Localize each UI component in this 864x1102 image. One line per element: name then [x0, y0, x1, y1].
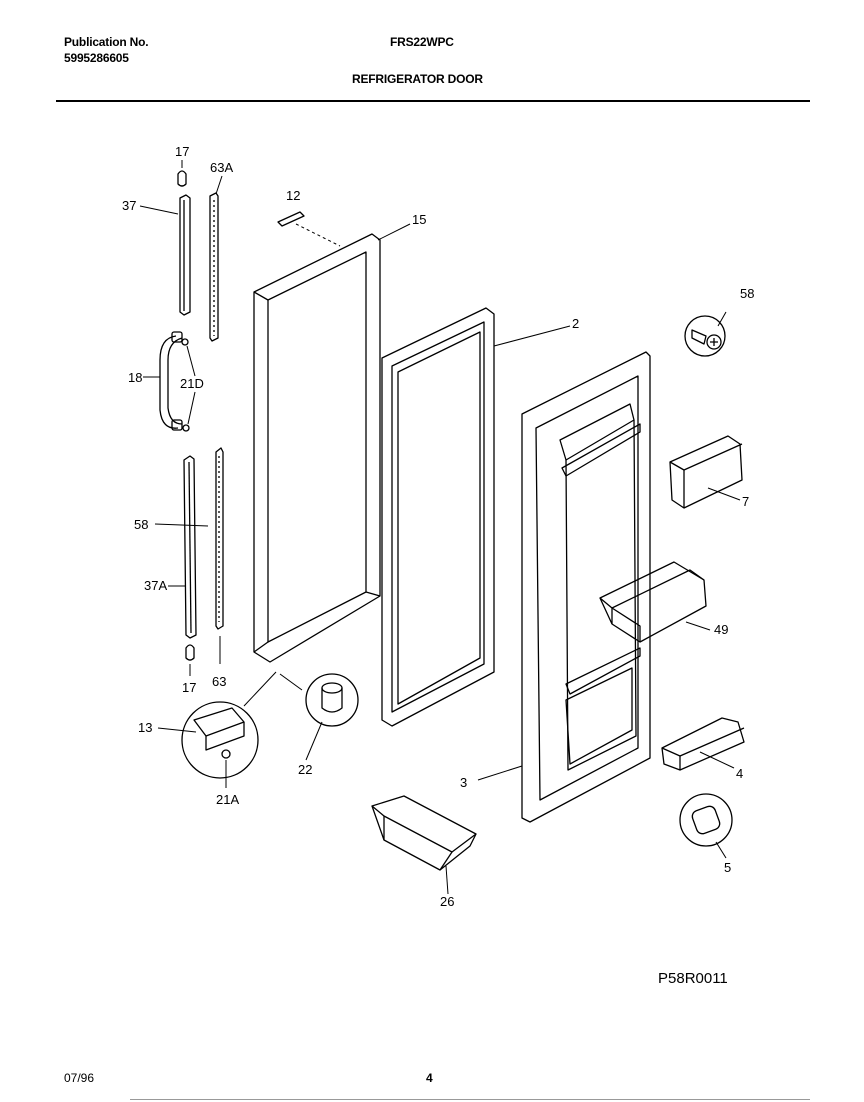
part-4-shelf-rail [661, 717, 745, 771]
part-15-door-gasket [253, 233, 381, 663]
callout-21D: 21D [180, 376, 204, 391]
callout-37: 37 [122, 198, 136, 213]
callout-22: 22 [298, 762, 312, 777]
callout-26: 26 [440, 894, 454, 909]
part-12-tag [277, 211, 305, 227]
part-58-screw [684, 315, 726, 357]
part-21D-screws [181, 338, 190, 432]
part-49-door-bin [599, 561, 707, 643]
header-rule [56, 100, 810, 102]
part-18-handle [159, 331, 183, 431]
callout-21A: 21A [216, 792, 239, 807]
callout-49: 49 [714, 622, 728, 637]
footer-rule [130, 1099, 810, 1100]
callout-3: 3 [460, 775, 467, 790]
part-7-dairy-cover [669, 435, 743, 509]
figure-code: P58R0011 [658, 970, 728, 987]
part-17-bottom-clip [185, 644, 195, 661]
publication-number: 5995286605 [64, 51, 129, 65]
callout-15: 15 [412, 212, 426, 227]
callout-58-left: 58 [134, 517, 148, 532]
part-22-bushing [305, 673, 359, 727]
part-63A-strip [209, 192, 219, 342]
callout-17-top: 17 [175, 144, 189, 159]
callout-18: 18 [128, 370, 142, 385]
part-2-inner-liner [381, 307, 495, 727]
part-13-hinge [181, 701, 259, 779]
part-5-button [679, 793, 733, 847]
publication-label: Publication No. [64, 35, 149, 49]
callout-63A: 63A [210, 160, 233, 175]
part-37A-trim-strip [183, 455, 197, 639]
part-63-strip [215, 447, 224, 630]
callout-4: 4 [736, 766, 743, 781]
callout-37A: 37A [144, 578, 167, 593]
part-37-trim-strip [179, 194, 191, 316]
callout-17-bottom: 17 [182, 680, 196, 695]
part-3-door-panel [521, 351, 651, 823]
callout-63: 63 [212, 674, 226, 689]
callout-12: 12 [286, 188, 300, 203]
callout-13: 13 [138, 720, 152, 735]
publication-date: 07/96 [64, 1071, 95, 1085]
section-title: REFRIGERATOR DOOR [352, 72, 483, 86]
leader-lines [139, 160, 741, 895]
callout-2: 2 [572, 316, 579, 331]
callout-5: 5 [724, 860, 731, 875]
part-17-top-clip [177, 170, 187, 187]
model-number: FRS22WPC [390, 35, 454, 49]
part-26-bin [371, 795, 477, 871]
callout-58-top: 58 [740, 286, 754, 301]
page-number: 4 [426, 1071, 433, 1085]
callout-7: 7 [742, 494, 749, 509]
